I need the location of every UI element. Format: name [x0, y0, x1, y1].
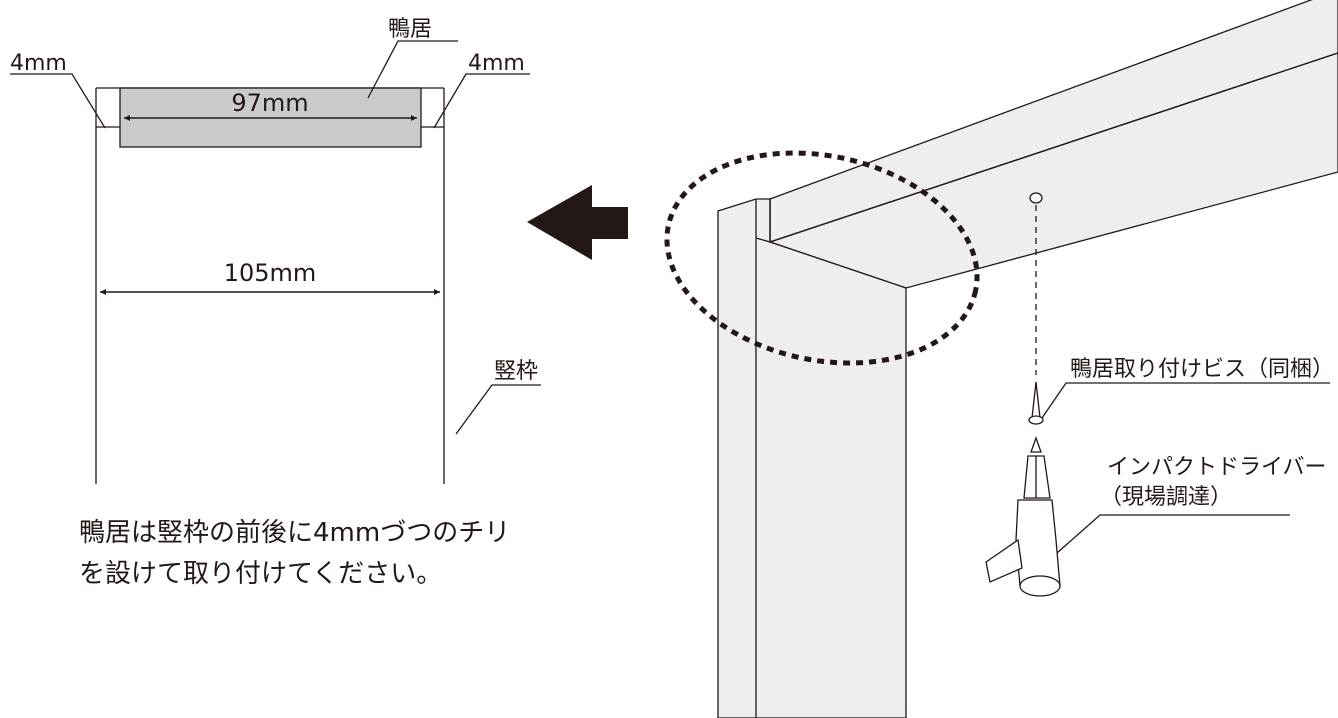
highlight-circle: [664, 150, 980, 366]
leader-frame: [455, 384, 541, 435]
screw: [1028, 381, 1044, 425]
label-gap-left: 4mm: [10, 51, 67, 76]
section-detail: [10, 40, 541, 484]
dim-label-105mm: 105mm: [224, 259, 317, 287]
leader-driver: [1056, 514, 1290, 554]
label-kamoi: 鴨居: [388, 17, 432, 42]
label-gap-right: 4mm: [468, 51, 525, 76]
label-driver-line1: インパクトドライバー: [1107, 455, 1327, 480]
frame-post: [717, 198, 907, 718]
leader-gap-right: [433, 73, 530, 129]
instruction-note-line1: 鴨居は竪枠の前後に4mmづつのチリ: [79, 518, 510, 548]
leader-gap-left: [10, 73, 106, 129]
label-frame: 竪枠: [494, 359, 538, 384]
pointer-arrow: [527, 185, 628, 260]
label-driver-line2: （現場調達）: [1100, 485, 1232, 510]
kamoi-groove-line: [769, 52, 1338, 243]
screw-hole: [1029, 192, 1043, 204]
label-screw: 鴨居取り付けビス（同梱）: [1070, 357, 1334, 382]
instruction-note-line2: を設けて取り付けてください。: [79, 559, 442, 589]
dim-label-97mm: 97mm: [231, 89, 308, 117]
leader-kamoi: [367, 40, 458, 99]
perspective-view: [717, 0, 1338, 718]
impact-driver-icon: [985, 436, 1061, 597]
right-leaders: [1041, 382, 1330, 554]
leader-screw: [1041, 382, 1330, 419]
frame-post-corner: [755, 237, 771, 243]
